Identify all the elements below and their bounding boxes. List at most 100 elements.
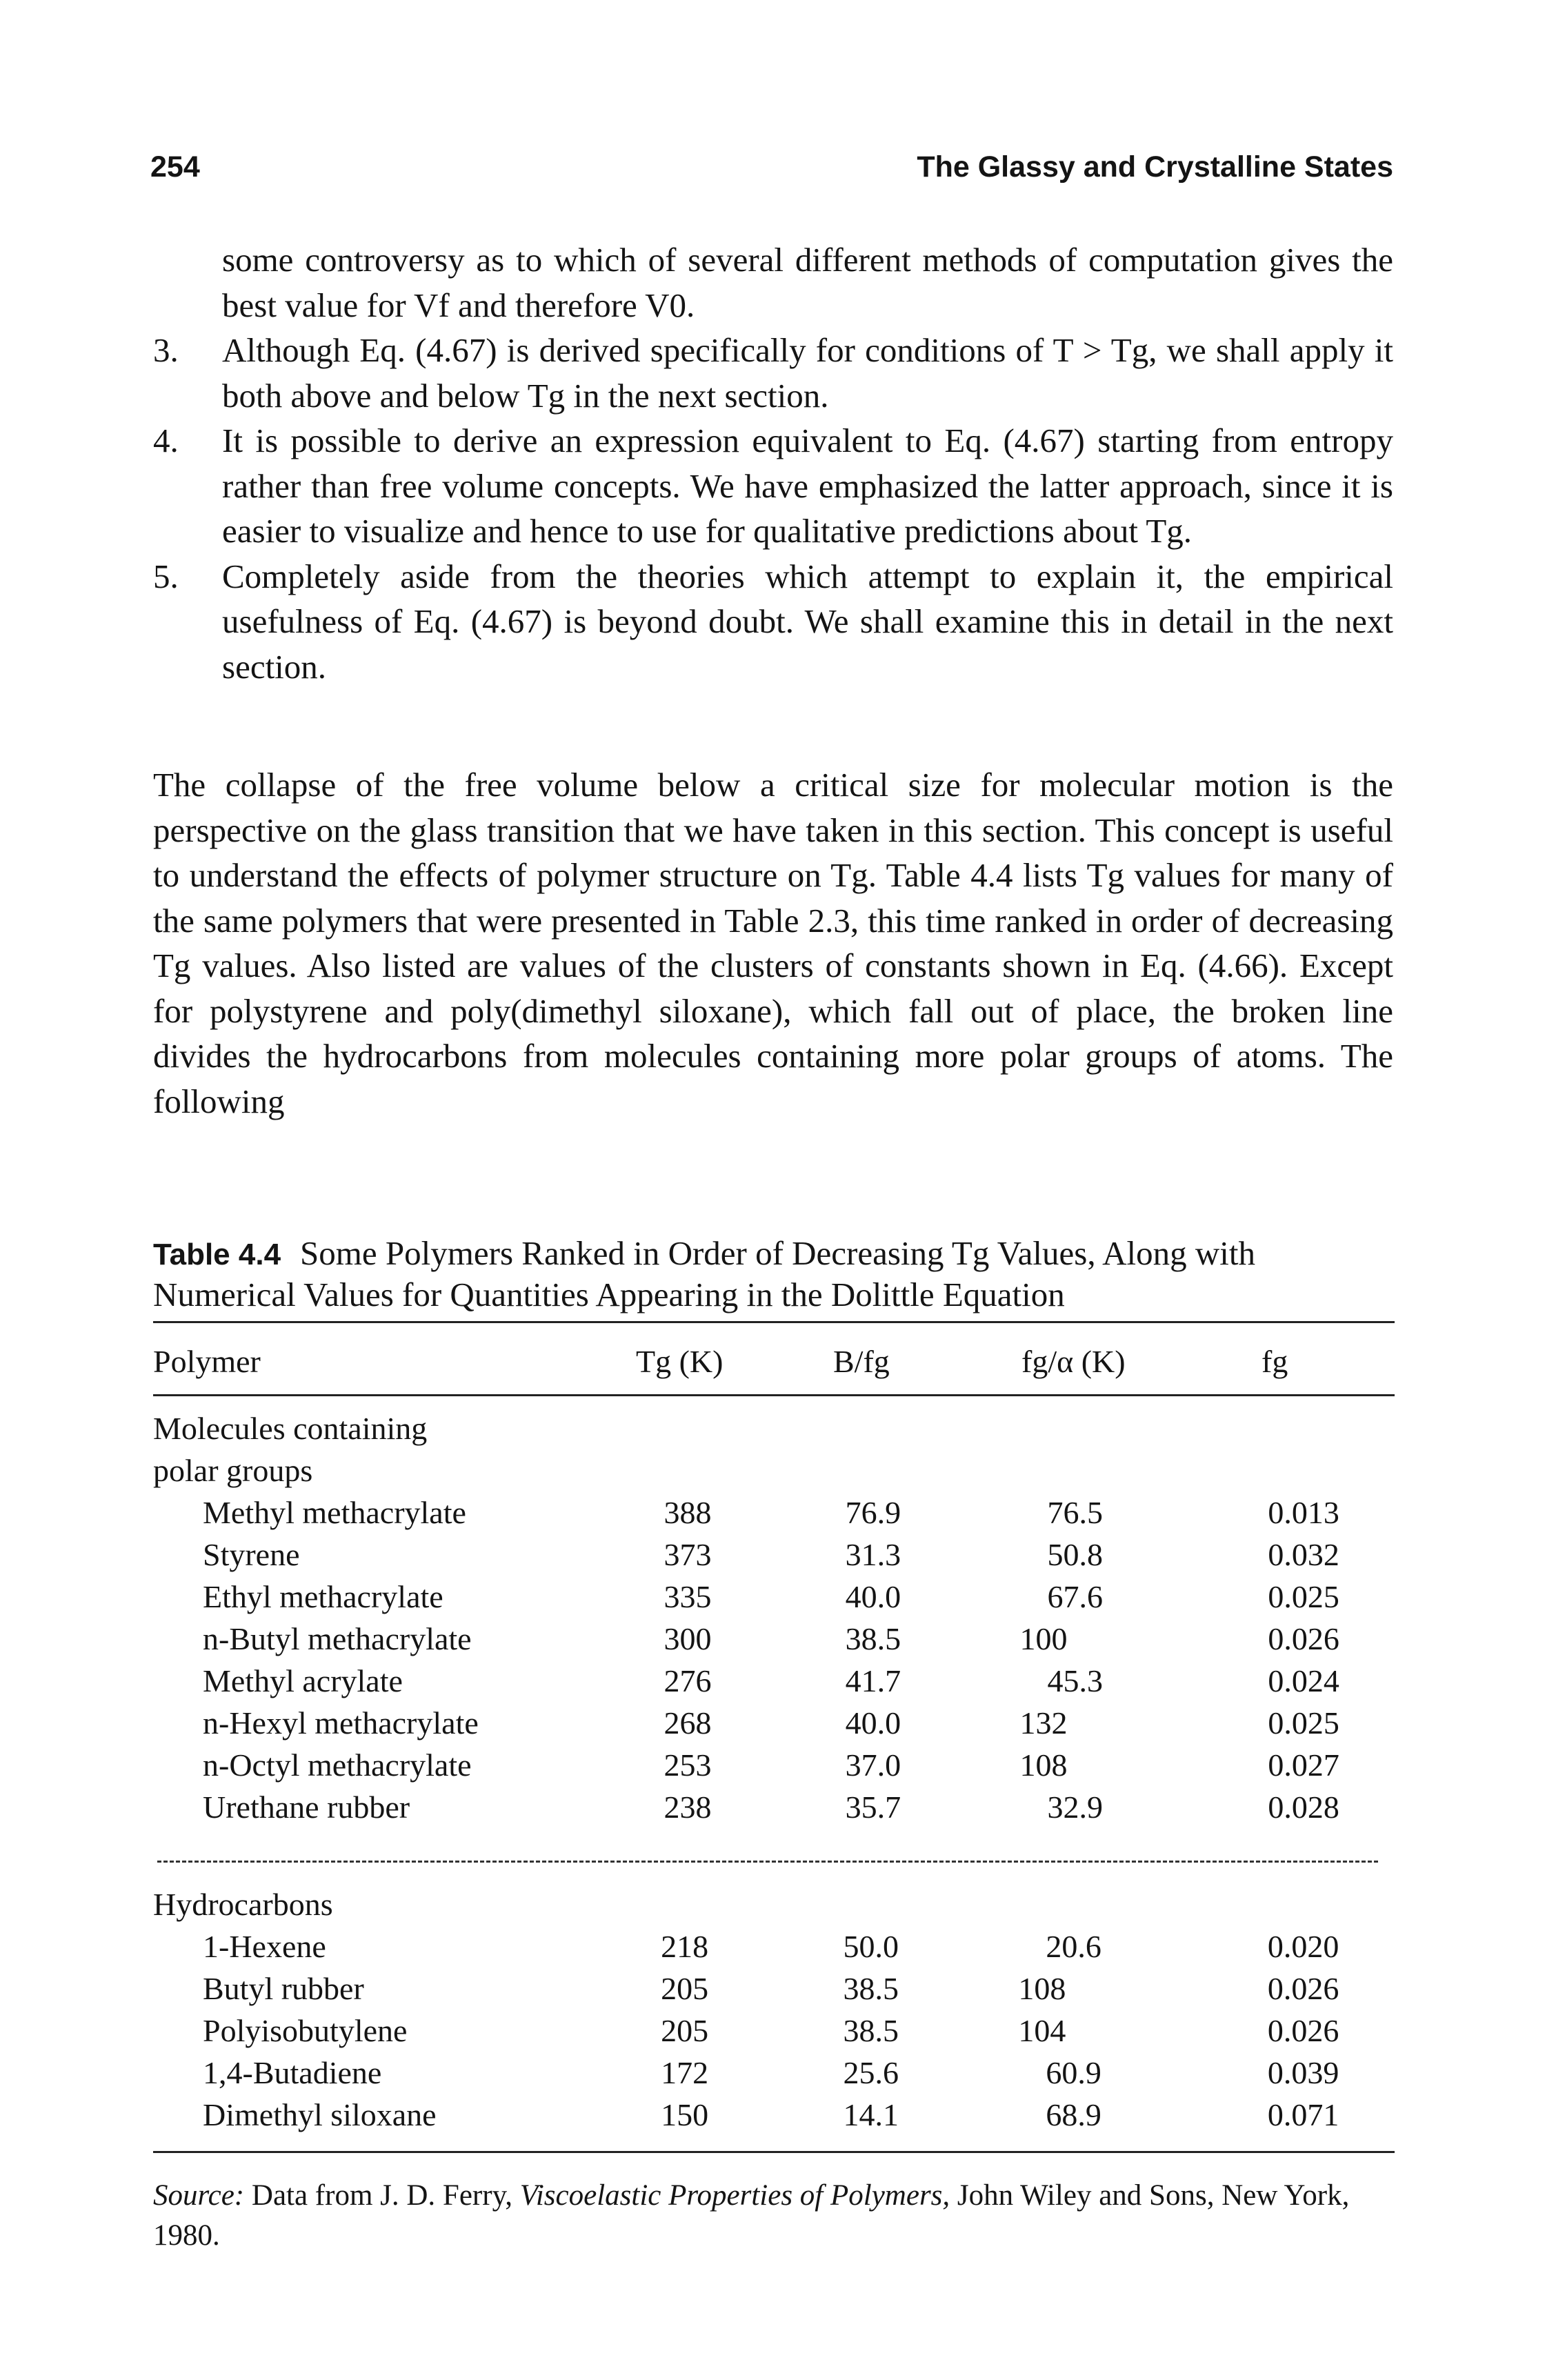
polymer-name: Methyl methacrylate xyxy=(203,1495,466,1530)
table-row: 1,4-Butadiene 172 25.6 60.9 0.039 xyxy=(153,2052,1395,2094)
table-header: Polymer Tg (K) B/fg fg/α (K) fg xyxy=(153,1340,1395,1382)
group-divider-dashed xyxy=(157,1861,1378,1863)
b-fg-value: 38.5 xyxy=(845,1621,901,1656)
fg-alpha-value: 68.9 xyxy=(1046,2097,1101,2132)
table-caption-text: Some Polymers Ranked in Order of Decreas… xyxy=(153,1234,1255,1313)
fg-alpha-value: 67.6 xyxy=(1047,1579,1103,1614)
b-fg-value: 38.5 xyxy=(843,2013,899,2048)
polymer-name: Methyl acrylate xyxy=(203,1663,403,1698)
list-item-number: 3. xyxy=(153,331,179,369)
b-fg-value: 41.7 xyxy=(845,1663,901,1698)
column-header-fg: fg xyxy=(1261,1344,1288,1379)
fg-value: 0.025 xyxy=(1268,1579,1339,1614)
source-label: Source: xyxy=(153,2179,245,2212)
fg-alpha-value: 60.9 xyxy=(1046,2055,1101,2090)
source-text-post: John Wiley and Sons, New York, 1980. xyxy=(153,2179,1350,2252)
table-row: Butyl rubber 205 38.5 108 0.026 xyxy=(153,1967,1395,2010)
table-row: Urethane rubber 238 35.7 32.9 0.028 xyxy=(153,1786,1395,1828)
fg-value: 0.013 xyxy=(1268,1495,1339,1530)
table-label: Table 4.4 xyxy=(153,1238,281,1271)
fg-alpha-value: 32.9 xyxy=(1047,1789,1103,1825)
table-top-rule xyxy=(153,1321,1395,1323)
fg-value: 0.039 xyxy=(1267,2055,1339,2090)
column-header-polymer: Polymer xyxy=(153,1344,261,1379)
fg-alpha-value: 76.5 xyxy=(1047,1495,1103,1530)
b-fg-value: 40.0 xyxy=(845,1705,901,1741)
fg-value: 0.027 xyxy=(1268,1747,1339,1783)
tg-value: 218 xyxy=(661,1929,709,1964)
source-book-title: Viscoelastic Properties of Polymers, xyxy=(519,2179,950,2212)
group-title: Hydrocarbons xyxy=(153,1887,333,1922)
fg-value: 0.020 xyxy=(1267,1929,1339,1964)
list-item: 4. It is possible to derive an expressio… xyxy=(153,418,1393,554)
b-fg-value: 31.3 xyxy=(845,1537,901,1572)
table-row: n-Octyl methacrylate 253 37.0 108 0.027 xyxy=(153,1744,1395,1786)
table-row: Methyl methacrylate 388 76.9 76.5 0.013 xyxy=(153,1491,1395,1534)
list-item-text: Completely aside from the theories which… xyxy=(222,557,1393,686)
table-header-row: Polymer Tg (K) B/fg fg/α (K) fg xyxy=(153,1340,1395,1382)
polymer-name: Dimethyl siloxane xyxy=(203,2097,437,2132)
page-number: 254 xyxy=(150,150,200,184)
polymer-name: n-Butyl methacrylate xyxy=(203,1621,472,1656)
fg-alpha-value: 132 xyxy=(1019,1705,1068,1741)
tg-value: 276 xyxy=(664,1663,712,1698)
fg-alpha-value: 50.8 xyxy=(1047,1537,1103,1572)
running-head: 254 The Glassy and Crystalline States xyxy=(150,150,1393,199)
table-row: Methyl acrylate 276 41.7 45.3 0.024 xyxy=(153,1660,1395,1702)
fg-value: 0.026 xyxy=(1268,1621,1339,1656)
body-paragraph: The collapse of the free volume below a … xyxy=(153,766,1393,1120)
table-group-heading: polar groups xyxy=(153,1449,1395,1491)
fg-alpha-value: 108 xyxy=(1019,1747,1068,1783)
fg-value: 0.032 xyxy=(1268,1537,1339,1572)
column-header-tg: Tg (K) xyxy=(636,1344,724,1379)
table-row: Polyisobutylene 205 38.5 104 0.026 xyxy=(153,2010,1395,2052)
numbered-list: some controversy as to which of several … xyxy=(153,237,1393,689)
b-fg-value: 37.0 xyxy=(845,1747,901,1783)
tg-value: 172 xyxy=(661,2055,709,2090)
fg-value: 0.028 xyxy=(1268,1789,1339,1825)
b-fg-value: 50.0 xyxy=(843,1929,899,1964)
running-title: The Glassy and Crystalline States xyxy=(917,150,1393,184)
table-group-hydrocarbons: Hydrocarbons 1-Hexene 218 50.0 20.6 0.02… xyxy=(153,1883,1395,2136)
table-header-rule xyxy=(153,1394,1395,1396)
polymer-name: Butyl rubber xyxy=(203,1971,364,2006)
b-fg-value: 14.1 xyxy=(843,2097,899,2132)
list-item-text: It is possible to derive an expression e… xyxy=(222,422,1393,550)
fg-alpha-value: 100 xyxy=(1019,1621,1068,1656)
list-item-number: 4. xyxy=(153,422,179,459)
table-group-polar: Molecules containing polar groups Methyl… xyxy=(153,1407,1395,1828)
b-fg-value: 38.5 xyxy=(843,1971,899,2006)
tg-value: 335 xyxy=(664,1579,712,1614)
fg-value: 0.024 xyxy=(1268,1663,1339,1698)
polymer-name: Urethane rubber xyxy=(203,1789,410,1825)
tg-value: 388 xyxy=(664,1495,712,1530)
polymer-name: n-Hexyl methacrylate xyxy=(203,1705,479,1741)
list-item-text: Although Eq. (4.67) is derived specifica… xyxy=(222,331,1393,415)
tg-value: 150 xyxy=(661,2097,709,2132)
list-continuation: some controversy as to which of several … xyxy=(222,241,1393,324)
list-item: 3. Although Eq. (4.67) is derived specif… xyxy=(153,328,1393,418)
column-header-b-fg: B/fg xyxy=(833,1344,890,1379)
list-item: 5. Completely aside from the theories wh… xyxy=(153,554,1393,690)
column-header-fg-alpha: fg/α (K) xyxy=(1021,1344,1126,1379)
table-row: Ethyl methacrylate 335 40.0 67.6 0.025 xyxy=(153,1576,1395,1618)
fg-alpha-value: 20.6 xyxy=(1046,1929,1101,1964)
tg-value: 238 xyxy=(664,1789,712,1825)
fg-alpha-value: 108 xyxy=(1018,1971,1066,2006)
tg-value: 373 xyxy=(664,1537,712,1572)
fg-value: 0.026 xyxy=(1267,1971,1339,2006)
polymer-name: Styrene xyxy=(203,1537,300,1572)
table-row: Styrene 373 31.3 50.8 0.032 xyxy=(153,1534,1395,1576)
b-fg-value: 35.7 xyxy=(845,1789,901,1825)
polymer-name: Ethyl methacrylate xyxy=(203,1579,443,1614)
table-row: 1-Hexene 218 50.0 20.6 0.020 xyxy=(153,1925,1395,1967)
polymer-name: n-Octyl methacrylate xyxy=(203,1747,472,1783)
b-fg-value: 25.6 xyxy=(843,2055,899,2090)
tg-value: 253 xyxy=(664,1747,712,1783)
group-title-line2: polar groups xyxy=(153,1453,313,1488)
fg-value: 0.071 xyxy=(1267,2097,1339,2132)
table-group-heading: Hydrocarbons xyxy=(153,1883,1395,1925)
table-source-note: Source: Data from J. D. Ferry, Viscoelas… xyxy=(153,2176,1393,2256)
